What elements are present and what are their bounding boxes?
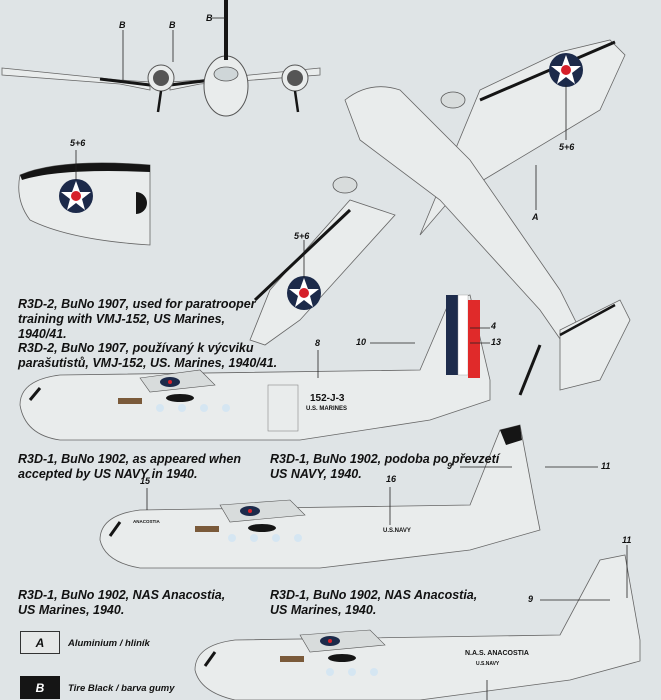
caption-line: 1940/41. [18, 327, 67, 341]
callout-b: B [119, 20, 126, 30]
code-marking: 152-J-3 [310, 393, 345, 404]
service-marking: U.S.NAVY [383, 528, 411, 534]
legend-label-tire-black: Tire Black / barva gumy [68, 683, 175, 694]
service-marking: U.S. MARINES [306, 406, 348, 412]
legend-swatch-tire-black: B [20, 676, 60, 699]
callout-8: 8 [315, 338, 321, 348]
callout-13: 13 [491, 337, 502, 347]
caption-r3d1-navy-en: R3D-1, BuNo 1902, as appeared when accep… [18, 452, 241, 482]
caption-line: R3D-1, BuNo 1902, as appeared when [18, 452, 241, 466]
caption-line: R3D-1, BuNo 1902, podoba po převzetí [270, 452, 500, 466]
callout-b: B [169, 20, 176, 30]
caption-r3d1-nas-cz: R3D-1, BuNo 1902, NAS Anacostia, US Mari… [270, 588, 477, 618]
callout-4: 4 [491, 321, 497, 331]
callout-15: 15 [140, 476, 151, 486]
legend-label-aluminium: Aluminium / hliník [68, 638, 150, 649]
caption-line: R3D-1, BuNo 1902, NAS Anacostia, [18, 588, 226, 602]
callout-9: 9 [528, 594, 534, 604]
callout-11: 11 [622, 535, 632, 545]
caption-line: R3D-2, BuNo 1907, používaný k výcviku [18, 341, 254, 355]
station-marking: N.A.S. ANACOSTIA [465, 650, 529, 657]
caption-line: R3D-1, BuNo 1902, NAS Anacostia, [270, 588, 478, 602]
caption-line: accepted by US NAVY in 1940. [18, 467, 198, 481]
caption-r3d2-en: R3D-2, BuNo 1907, used for paratrooper t… [18, 297, 256, 342]
callout-5-6: 5+6 [70, 138, 86, 148]
caption-line: US Marines, 1940. [18, 603, 125, 617]
callout-5-6: 5+6 [559, 142, 575, 152]
callout-a: A [532, 212, 539, 222]
caption-r3d2-cz: R3D-2, BuNo 1907, používaný k výcviku pa… [18, 341, 277, 371]
profile-r3d1-nas [194, 545, 641, 700]
front-view [1, 0, 321, 117]
callout-5-6: 5+6 [294, 231, 310, 241]
callout-11: 11 [601, 461, 611, 471]
caption-r3d1-navy-cz: R3D-1, BuNo 1902, podoba po převzetí US … [270, 452, 499, 482]
caption-line: US Marines, 1940. [270, 603, 377, 617]
caption-line: training with VMJ-152, US Marines, [18, 312, 225, 326]
callout-16: 16 [386, 474, 397, 484]
caption-line: US NAVY, 1940. [270, 467, 362, 481]
profile-r3d1-navy [99, 424, 598, 569]
caption-r3d1-nas-en: R3D-1, BuNo 1902, NAS Anacostia, US Mari… [18, 588, 225, 618]
wingtip-view [18, 150, 151, 246]
caption-line: R3D-2, BuNo 1907, used for paratrooper [18, 297, 256, 311]
callout-b: B [206, 13, 213, 23]
callout-10: 10 [356, 337, 367, 347]
station-marking: ANACOSTIA [133, 519, 160, 524]
callout-9: 9 [447, 461, 453, 471]
caption-line: parašutistů, VMJ-152, US. Marines, 1940/… [18, 356, 278, 370]
service-marking: U.S.NAVY [476, 661, 500, 667]
profile-r3d2 [19, 294, 491, 441]
plan-view [249, 39, 631, 396]
legend-swatch-aluminium: A [20, 631, 60, 654]
